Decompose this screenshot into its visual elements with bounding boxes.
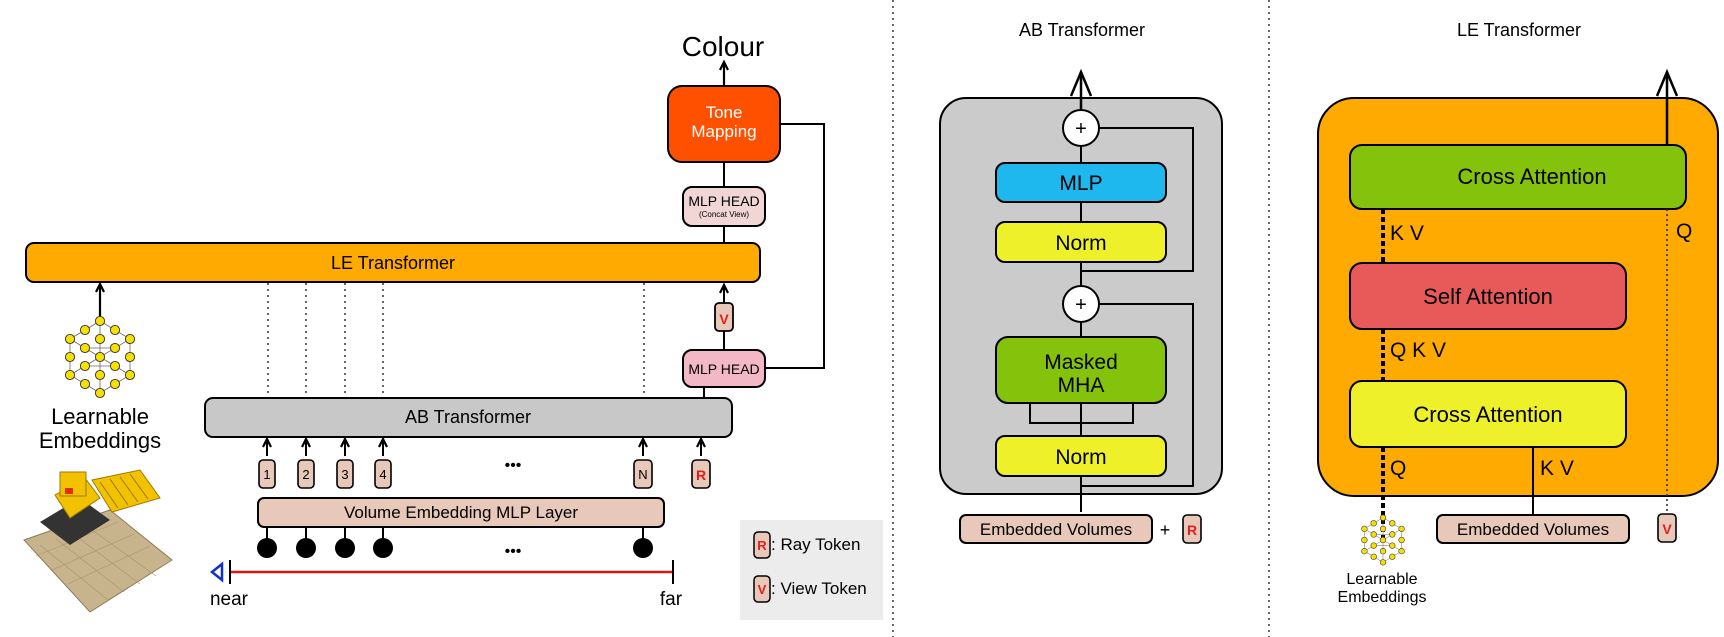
ab-transformer-bar	[204, 397, 733, 438]
le-learnable-embeddings-icon	[1361, 514, 1405, 566]
le-view-token-box	[1657, 513, 1677, 543]
mlp-head-label: MLP HEAD	[688, 361, 759, 377]
ab-norm-bottom-block	[995, 435, 1167, 477]
camera-icon	[209, 561, 224, 583]
learnable-embeddings-label-line1: Learnable	[51, 404, 149, 429]
learnable-embeddings-icon	[64, 315, 136, 399]
ab-add-middle	[1062, 285, 1100, 323]
ab-add-middle-label: +	[1075, 294, 1087, 316]
ray-token-label: R	[696, 467, 706, 483]
skip-line-head-to-tone	[765, 123, 825, 369]
le-cross-attention-bottom-block	[1349, 380, 1627, 448]
le-self-attention-label: Self Attention	[1423, 284, 1553, 309]
le-q-right-label: Q	[1676, 220, 1692, 243]
legend-ray-entry: R : Ray Token	[753, 531, 860, 559]
ab-residual-bottom	[1081, 303, 1194, 487]
ab-mlp-label: MLP	[1059, 172, 1102, 195]
mlp-head-concat-sublabel: (Concat View)	[699, 210, 749, 219]
left-panel: Colour Tone Mapping MLP HEAD (Concat Vie…	[23, 31, 883, 620]
le-transformer-label: LE Transformer	[331, 253, 455, 273]
ab-masked-mha-label-line1: Masked	[1044, 351, 1118, 374]
ab-embedded-volumes-box	[959, 514, 1153, 544]
mlp-head-concat-label: MLP HEAD	[688, 193, 759, 209]
ab-masked-mha-block	[995, 336, 1167, 404]
far-label: far	[660, 589, 683, 610]
ab-mha-inputs	[1029, 403, 1134, 424]
colour-label: Colour	[682, 31, 764, 62]
le-transformer-bar	[25, 242, 761, 283]
legend-view-entry: V : View Token	[753, 575, 867, 603]
le-kv-bottom-label: K V	[1540, 457, 1574, 480]
legend-view-label: : View Token	[771, 579, 867, 598]
bulldozer-render-image	[23, 469, 173, 613]
learnable-embeddings-label-line2: Embeddings	[39, 428, 161, 453]
sample-points	[257, 527, 653, 558]
ab-transformer-label: AB Transformer	[405, 407, 531, 427]
le-embedded-volumes-box	[1436, 514, 1630, 544]
volume-ellipsis-top: •••	[505, 457, 522, 474]
volume-token-1: 1	[258, 436, 276, 489]
volume-token-4-label: 4	[379, 467, 386, 482]
volume-token-1-label: 1	[263, 467, 270, 482]
view-token-label: V	[719, 311, 729, 327]
ab-norm-bottom-label: Norm	[1055, 446, 1106, 469]
legend-ray-token: R	[757, 538, 767, 553]
volume-token-2: 2	[297, 436, 315, 489]
ab-embedded-volumes-label: Embedded Volumes	[980, 520, 1132, 539]
ab-residual-top	[1081, 127, 1194, 272]
ab-plus-sign: +	[1160, 520, 1171, 540]
ab-ray-token-box	[1182, 514, 1202, 544]
le-self-attention-block	[1349, 262, 1627, 330]
legend-view-token: V	[758, 582, 767, 597]
volume-token-3: 3	[336, 436, 354, 489]
ab-panel-title: AB Transformer	[1019, 20, 1145, 40]
ab-ray-token-label: R	[1187, 522, 1197, 538]
ab-norm-top-block	[995, 221, 1167, 263]
sample-ellipsis: •••	[505, 543, 522, 560]
le-q-bottom-label: Q	[1390, 457, 1406, 480]
volume-token-3-label: 3	[341, 467, 348, 482]
le-learnable-embeddings-label-line1: Learnable	[1346, 571, 1417, 588]
ab-masked-mha-label-line2: MHA	[1058, 374, 1105, 397]
tone-mapping-label-line2: Mapping	[691, 122, 756, 141]
le-cross-attention-bottom-label: Cross Attention	[1413, 402, 1562, 427]
ab-add-top-label: +	[1075, 118, 1087, 140]
le-panel-title: LE Transformer	[1457, 20, 1581, 40]
volume-token-n: N	[633, 436, 653, 489]
le-kv-top-label: K V	[1390, 222, 1424, 245]
volume-token-n-label: N	[638, 467, 647, 482]
right-panel: LE Transformer Cross Attention Self Atte…	[1317, 20, 1719, 606]
tone-mapping-label-line1: Tone	[706, 103, 743, 122]
ab-to-le-dotted-links	[267, 283, 645, 398]
volume-embedding-mlp-label: Volume Embedding MLP Layer	[344, 503, 578, 522]
le-qkv-label: Q K V	[1390, 339, 1446, 362]
le-learnable-embeddings-label-line2: Embeddings	[1338, 589, 1427, 606]
near-label: near	[210, 589, 249, 610]
ab-norm-top-label: Norm	[1055, 232, 1106, 255]
volume-token-4: 4	[374, 436, 392, 489]
le-embedded-volumes-label: Embedded Volumes	[1457, 520, 1609, 539]
le-view-token-label: V	[1662, 521, 1672, 537]
volume-embedding-mlp-bar	[257, 497, 665, 528]
volume-token-2-label: 2	[302, 467, 309, 482]
le-cross-attention-top-label: Cross Attention	[1457, 164, 1606, 189]
le-cross-attention-top-block	[1349, 144, 1687, 210]
ray-token: R	[691, 436, 711, 489]
legend-ray-label: : Ray Token	[771, 535, 860, 554]
ab-mlp-block	[995, 162, 1167, 203]
middle-panel: AB Transformer + MLP Norm + Masked MHA	[939, 20, 1223, 544]
